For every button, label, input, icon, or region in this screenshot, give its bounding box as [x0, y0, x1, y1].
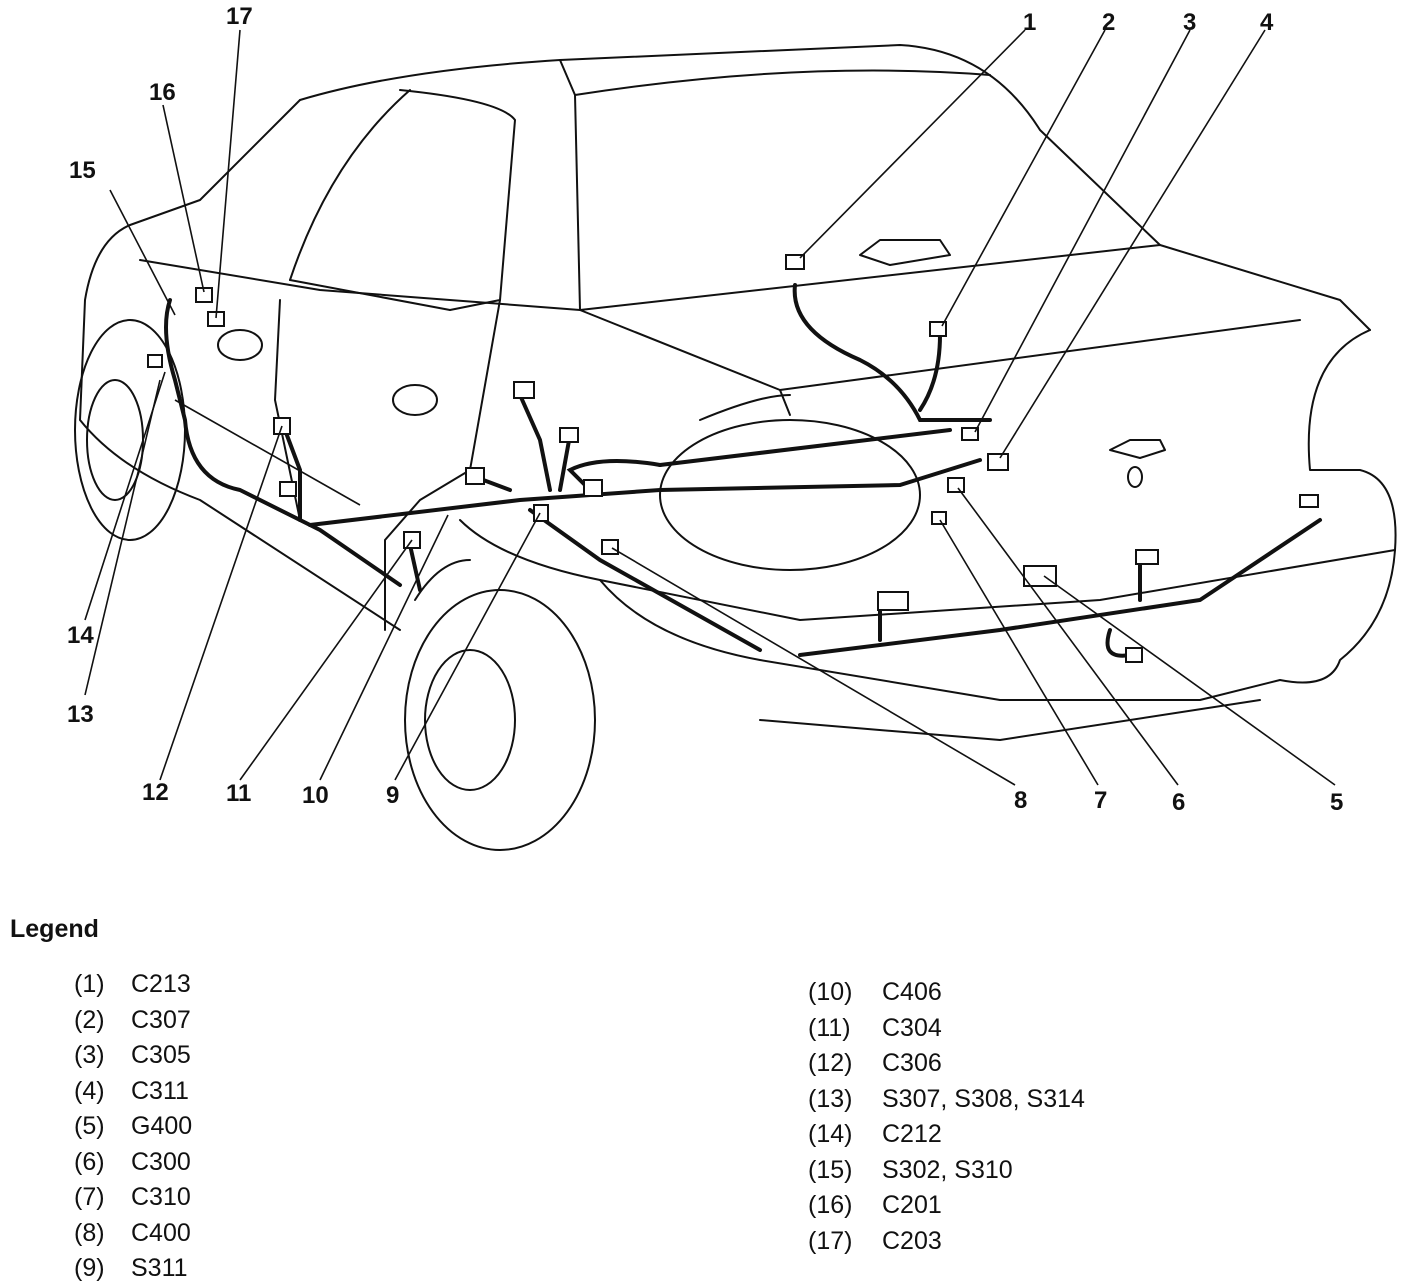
- callout-7: 7: [1094, 787, 1107, 814]
- legend-item-number: (16): [808, 1191, 853, 1219]
- legend-item-number: (2): [74, 1005, 105, 1034]
- callout-4: 4: [1260, 9, 1274, 36]
- callout-11: 11: [226, 780, 251, 807]
- legend-item-code: C311: [131, 1076, 189, 1105]
- callout-9: 9: [386, 782, 399, 809]
- legend-item-number: (3): [74, 1041, 105, 1069]
- legend-item-number: (13): [808, 1084, 853, 1113]
- legend-item-number: (6): [74, 1147, 105, 1176]
- callout-12: 12: [142, 779, 169, 806]
- legend-item-code: C304: [882, 1013, 942, 1042]
- callout-2: 2: [1102, 9, 1115, 36]
- callout-10: 10: [302, 782, 329, 809]
- legend-item: (4) C311: [74, 1074, 192, 1110]
- legend-item: (6) C300: [74, 1145, 192, 1181]
- legend-item: (12) C306: [808, 1046, 1085, 1082]
- legend-item-number: (8): [74, 1218, 105, 1247]
- legend-item-number: (1): [74, 970, 105, 998]
- legend-item: (16) C201: [808, 1188, 1085, 1224]
- legend-item: (5) G400: [74, 1109, 192, 1145]
- legend-item-number: (11): [808, 1013, 851, 1042]
- vehicle-harness-diagram: 1 2 3 4 5 6 7 8 9 10 11 12 13 14 15 16 1…: [67, 3, 1397, 851]
- legend-item: (8) C400: [74, 1216, 192, 1252]
- legend-item-code: S307, S308, S314: [882, 1084, 1085, 1113]
- legend-item-code: C305: [131, 1041, 191, 1069]
- legend-item-number: (9): [74, 1254, 105, 1282]
- callout-numbers: 1 2 3 4 5 6 7 8 9 10 11 12 13 14 15 16 1…: [67, 3, 1343, 816]
- legend-item-code: C212: [882, 1120, 942, 1148]
- legend-item-code: S311: [131, 1254, 188, 1282]
- connector-blocks: [147, 254, 1319, 663]
- legend-item-number: (4): [74, 1076, 105, 1105]
- legend-item-number: (7): [74, 1183, 105, 1211]
- legend-item-code: C400: [131, 1218, 191, 1247]
- wiring-harness: [164, 283, 1322, 658]
- leader-lines: [84, 29, 1336, 786]
- legend-item-number: (12): [808, 1049, 853, 1077]
- callout-1: 1: [1023, 9, 1036, 36]
- callout-14: 14: [67, 622, 94, 649]
- legend-item: (9) S311: [74, 1251, 192, 1287]
- callout-6: 6: [1172, 789, 1185, 816]
- legend-item-code: C406: [882, 978, 942, 1006]
- legend-title: Legend: [10, 915, 99, 943]
- legend-item-number: (10): [808, 978, 853, 1006]
- legend-item-code: C307: [131, 1005, 191, 1034]
- legend-item-code: C203: [882, 1226, 942, 1255]
- callout-15: 15: [69, 157, 96, 184]
- callout-13: 13: [67, 701, 94, 728]
- legend-item-code: C201: [882, 1191, 942, 1219]
- legend-item-number: (17): [808, 1226, 853, 1255]
- legend-item: (17) C203: [808, 1224, 1085, 1260]
- legend-item-code: C310: [131, 1183, 191, 1211]
- legend-item-code: S302, S310: [882, 1155, 1013, 1184]
- legend-item-code: G400: [131, 1112, 193, 1140]
- callout-16: 16: [149, 79, 176, 106]
- legend-item-code: C306: [882, 1049, 942, 1077]
- legend-item: (1) C213: [74, 967, 192, 1003]
- legend-item: (2) C307: [74, 1003, 192, 1039]
- legend-list-right: (10) C406 (11) C304 (12) C306 (13) S307, S30…: [808, 975, 1085, 1259]
- legend-item: (15) S302, S310: [808, 1153, 1085, 1189]
- legend-item: (13) S307, S308, S314: [808, 1082, 1085, 1118]
- callout-17: 17: [226, 3, 253, 30]
- legend-item: (3) C305: [74, 1038, 192, 1074]
- callout-3: 3: [1183, 9, 1196, 36]
- legend-item-code: C213: [131, 970, 191, 998]
- legend-item: (14) C212: [808, 1117, 1085, 1153]
- legend-item: (7) C310: [74, 1180, 192, 1216]
- legend-item-number: (5): [74, 1112, 105, 1140]
- vehicle-body-outline: [74, 44, 1397, 851]
- legend-item-number: (14): [808, 1120, 853, 1148]
- legend-item-number: (15): [808, 1155, 853, 1184]
- legend-list-left: (1)C213 (2)C307 (3)C305 (4)C311 (5)G400 …: [74, 967, 192, 1287]
- legend-item-code: C300: [131, 1147, 191, 1176]
- callout-8: 8: [1014, 787, 1027, 814]
- legend-item: (11) C304: [808, 1011, 1085, 1047]
- callout-5: 5: [1330, 789, 1343, 816]
- legend-item: (10) C406: [808, 975, 1085, 1011]
